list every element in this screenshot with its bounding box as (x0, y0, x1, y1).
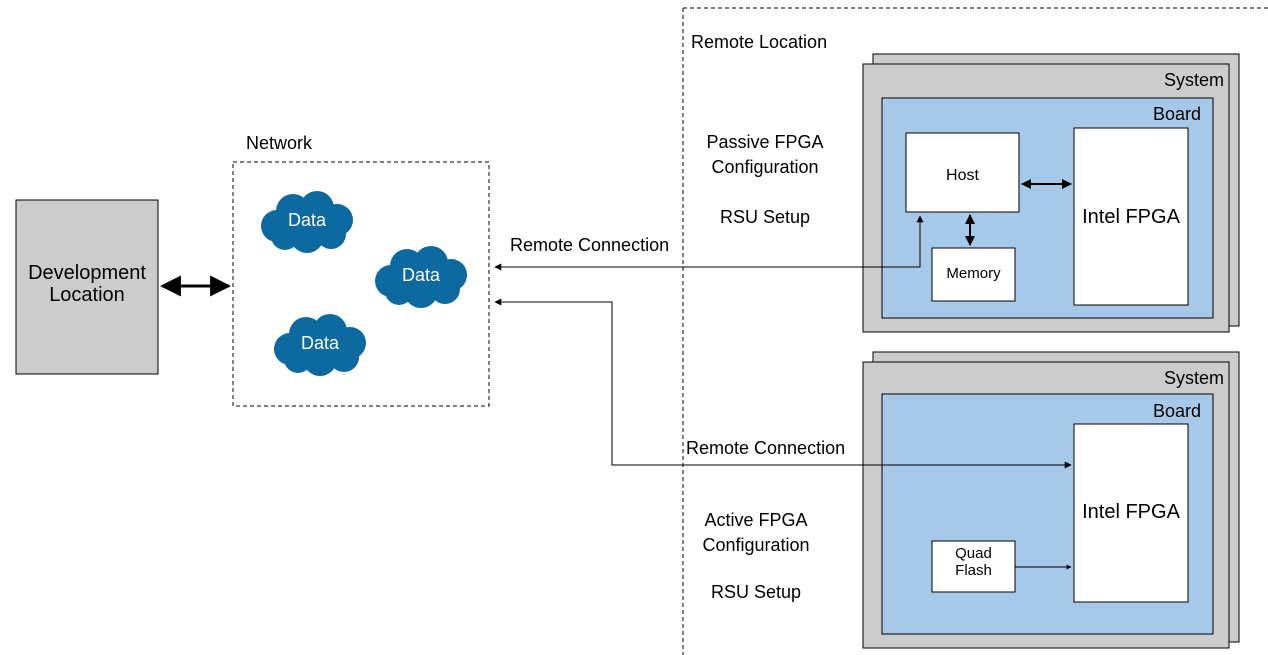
board-top-label: Board (1153, 104, 1202, 124)
remote-connection-bottom-label: Remote Connection (686, 438, 846, 458)
cloud-label-3: Data (300, 333, 340, 353)
network-label: Network (246, 133, 313, 153)
remote-location-label: Remote Location (691, 32, 828, 52)
remote-connection-bottom-line (494, 298, 1072, 469)
active-config-label: Active FPGA Configuration (702, 510, 810, 556)
cloud-label-2: Data (401, 265, 441, 285)
memory-label: Memory (946, 265, 1001, 282)
passive-config-label: Passive FPGA Configuration (706, 132, 824, 178)
cloud-label-1: Data (287, 210, 327, 230)
network-box (232, 161, 490, 407)
system-bottom-label: System (1164, 368, 1225, 388)
development-location-label: Development Location (28, 262, 146, 306)
fpga-top-label: Intel FPGA (1082, 206, 1180, 228)
host-label: Host (946, 167, 979, 184)
fpga-bottom-box (1073, 423, 1189, 603)
development-location-box (15, 199, 159, 375)
fpga-top-box (1073, 127, 1189, 306)
board-bottom-label: Board (1153, 401, 1202, 421)
system-top-label: System (1164, 70, 1225, 90)
quad-flash-label: Quad Flash (955, 545, 992, 579)
host-box (905, 132, 1020, 213)
active-rsu-label: RSU Setup (710, 582, 802, 602)
remote-connection-top-label: Remote Connection (510, 235, 670, 255)
fpga-bottom-label: Intel FPGA (1082, 501, 1180, 523)
remote-connection-top-line (494, 215, 924, 271)
passive-rsu-label: RSU Setup (719, 207, 811, 227)
quad-flash-box (931, 540, 1016, 593)
